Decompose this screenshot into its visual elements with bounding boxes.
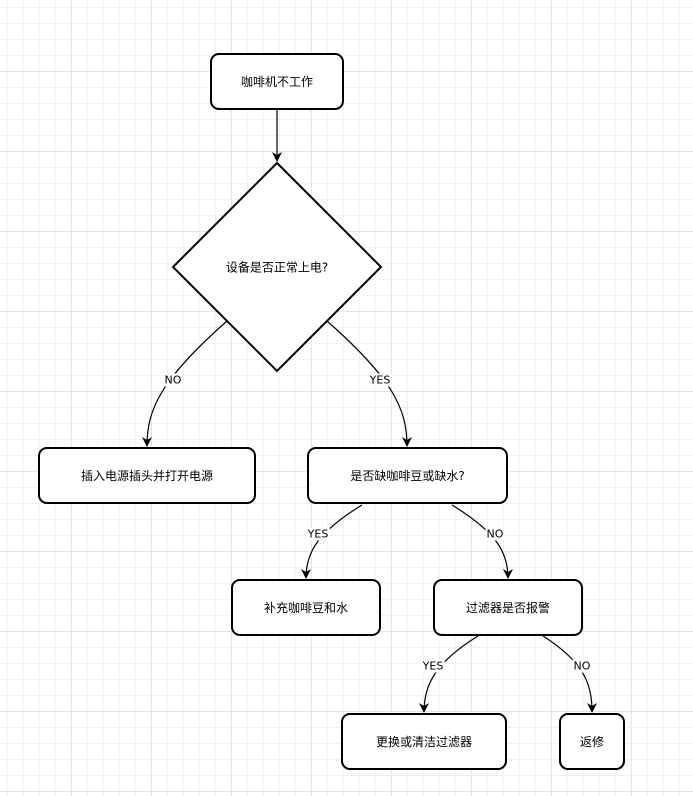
edge-filter-yes [419,635,479,713]
edge-label-filter-no: NO [572,659,592,673]
node-plug-in[interactable]: 插入电源插头并打开电源 [38,447,256,504]
node-start-label: 咖啡机不工作 [240,75,313,89]
node-replace-filter-label: 更换或清洁过滤器 [375,735,472,749]
edge-label-supply-no: NO [485,527,505,541]
node-supply-check-label: 是否缺咖啡豆或缺水? [350,469,465,483]
edge-label-filter-yes: YES [421,659,445,673]
decision-diamond-power[interactable] [171,161,383,373]
edge-label-power-yes: YES [368,373,392,387]
edge-power-yes [326,320,412,447]
edge-supply-yes [301,504,363,579]
node-start[interactable]: 咖啡机不工作 [210,53,344,110]
edge-label-power-no: NO [163,373,183,387]
node-replace-filter[interactable]: 更换或清洁过滤器 [341,713,507,770]
node-filter-check-label: 过滤器是否报警 [465,601,550,615]
node-refill[interactable]: 补充咖啡豆和水 [231,579,381,636]
node-repair[interactable]: 返修 [559,713,625,770]
edge-filter-no [542,635,597,713]
edge-power-no [142,320,228,447]
edge-label-supply-yes: YES [306,527,330,541]
node-filter-check[interactable]: 过滤器是否报警 [433,579,583,636]
node-power-check-label: 设备是否正常上电? [225,260,329,275]
node-refill-label: 补充咖啡豆和水 [263,601,348,615]
node-repair-label: 返修 [579,735,604,749]
node-supply-check[interactable]: 是否缺咖啡豆或缺水? [307,447,508,504]
edge-supply-no [451,504,513,579]
node-plug-in-label: 插入电源插头并打开电源 [80,469,213,483]
